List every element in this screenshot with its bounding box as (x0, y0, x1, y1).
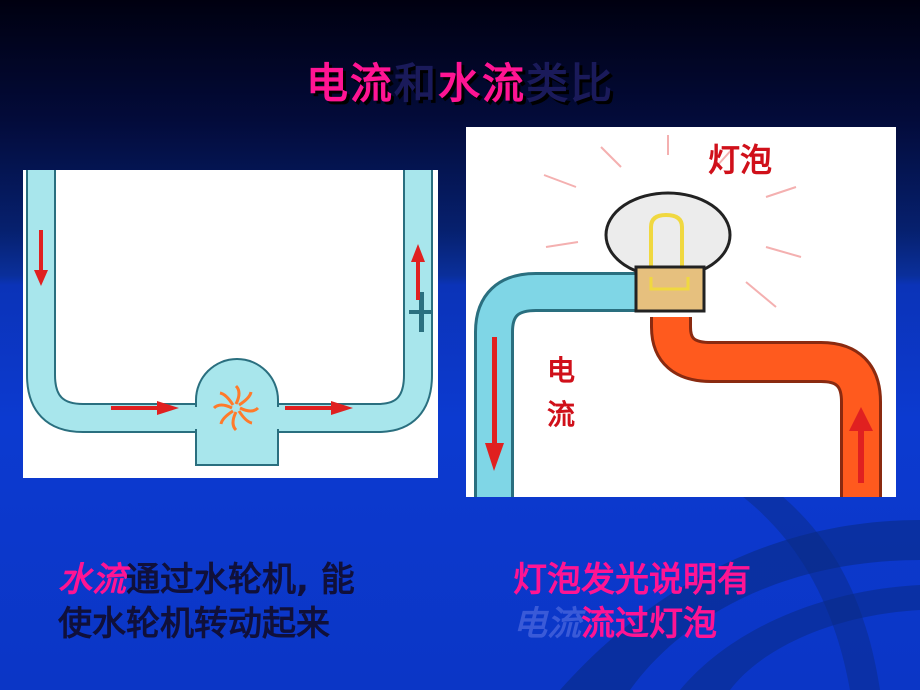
caption-water: 水流通过水轮机, 能 使水轮机转动起来 (58, 558, 428, 646)
caption-water-highlight: 水流 (58, 560, 126, 600)
light-rays-icon (543, 135, 802, 308)
electric-current-diagram: 灯泡 电 流 (466, 127, 896, 497)
current-label-line2: 流 (546, 398, 575, 431)
circuit-svg (474, 135, 882, 497)
caption-current-line2: 电流流过灯泡 (513, 602, 843, 646)
orange-wire (653, 317, 879, 497)
turbine-icon (212, 384, 260, 432)
title-analogy: 类比 (526, 59, 615, 108)
current-label: 电 流 (544, 349, 578, 437)
bulb-label: 灯泡 (708, 141, 773, 179)
caption-water-line2: 使水轮机转动起来 (58, 604, 330, 644)
page-title: 电流和水流类比 (0, 50, 920, 111)
caption-current-faded: 电流 (513, 604, 581, 644)
flow-arrows (34, 230, 425, 415)
caption-water-line1: 水流通过水轮机, 能 (58, 558, 428, 602)
blue-wire (477, 275, 638, 497)
current-arrows (485, 337, 873, 483)
water-flow-diagram (23, 170, 438, 478)
water-pipe-svg (26, 170, 433, 466)
current-label-line1: 电 (546, 354, 575, 387)
title-water-flow: 水流 (438, 59, 527, 108)
caption-water-rest: 通过水轮机, 能 (126, 560, 355, 600)
title-and: 和 (393, 59, 438, 108)
bulb-glass-icon (604, 191, 732, 279)
caption-current: 灯泡发光说明有 电流流过灯泡 (513, 558, 843, 646)
title-current: 电流 (305, 59, 394, 108)
caption-current-line1: 灯泡发光说明有 (513, 560, 751, 600)
caption-current-rest: 流过灯泡 (581, 604, 717, 644)
filament-icon (649, 212, 684, 277)
